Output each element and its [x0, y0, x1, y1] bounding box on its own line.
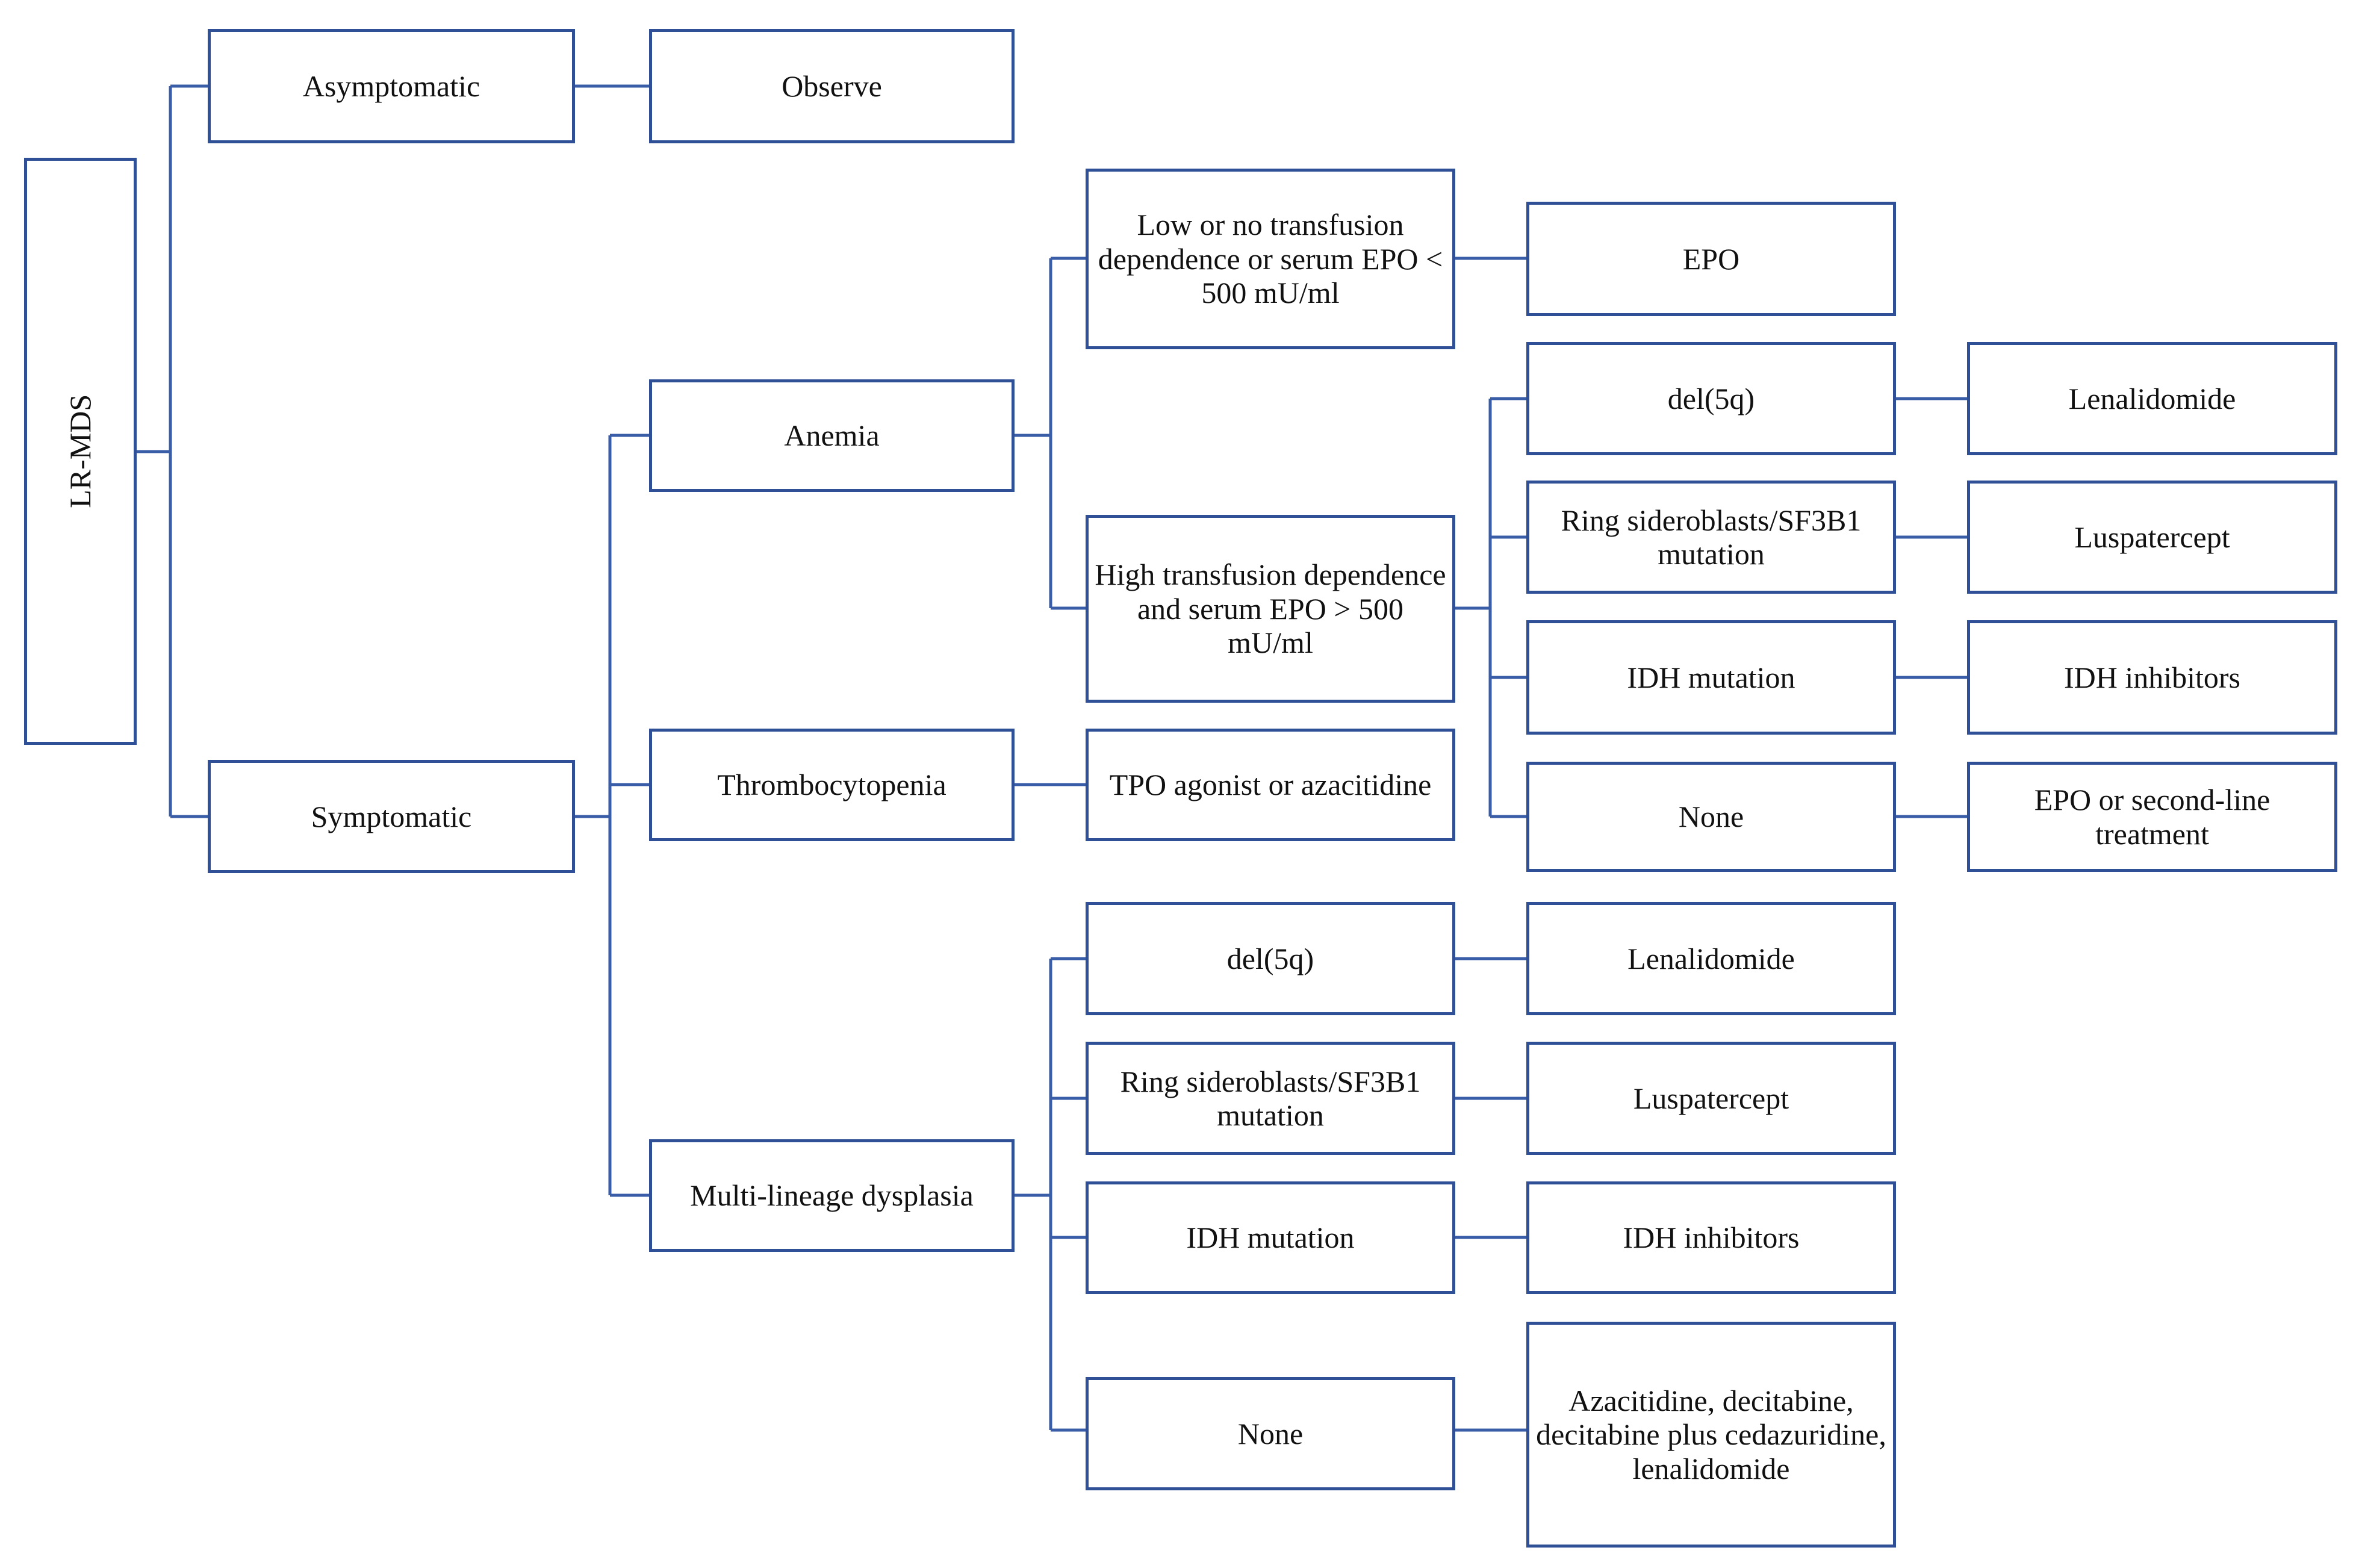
lr-mds-root-box: LR-MDS — [24, 158, 137, 745]
anemia-idh-mutation-label: IDH mutation — [1627, 660, 1795, 694]
anemia-ring-sideroblasts-label: Ring sideroblasts/SF3B1 mutation — [1561, 503, 1862, 571]
anemia-lenalidomide-label: Lenalidomide — [2068, 381, 2236, 415]
observe-label: Observe — [782, 69, 882, 103]
asymptomatic-label: Asymptomatic — [302, 69, 480, 103]
anemia-idh-inhibitors-label: IDH inhibitors — [2063, 660, 2241, 694]
anemia-box: Anemia — [649, 379, 1015, 492]
anemia-luspatercept-label: Luspatercept — [2074, 520, 2230, 554]
observe-box: Observe — [649, 29, 1015, 143]
ml-ring-sideroblasts-label: Ring sideroblasts/SF3B1 mutation — [1120, 1064, 1421, 1133]
anemia-none-box: None — [1526, 762, 1896, 872]
anemia-del5q-box: del(5q) — [1526, 342, 1896, 455]
ml-lenalidomide-label: Lenalidomide — [1627, 941, 1795, 975]
epo-box: EPO — [1526, 202, 1896, 316]
ml-idh-mutation-box: IDH mutation — [1086, 1181, 1455, 1294]
ml-hypomethylating-box: Azacitidine, decitabine, decitabine plus… — [1526, 1322, 1896, 1548]
ml-del5q-box: del(5q) — [1086, 902, 1455, 1015]
ml-none-label: None — [1237, 1416, 1304, 1451]
ml-luspatercept-label: Luspatercept — [1633, 1081, 1789, 1115]
tpo-agonist-box: TPO agonist or azacitidine — [1086, 729, 1455, 841]
multilineage-label: Multi-lineage dysplasia — [690, 1178, 974, 1213]
multilineage-box: Multi-lineage dysplasia — [649, 1139, 1015, 1252]
ml-idh-mutation-label: IDH mutation — [1186, 1221, 1355, 1255]
anemia-lenalidomide-box: Lenalidomide — [1967, 342, 2337, 455]
symptomatic-box: Symptomatic — [208, 760, 575, 873]
thrombocytopenia-label: Thrombocytopenia — [717, 768, 946, 802]
ml-idh-inhibitors-label: IDH inhibitors — [1623, 1221, 1800, 1255]
ml-ring-sideroblasts-box: Ring sideroblasts/SF3B1 mutation — [1086, 1042, 1455, 1155]
low-transfusion-label: Low or no transfusion dependence or seru… — [1098, 208, 1443, 310]
ml-del5q-label: del(5q) — [1226, 941, 1314, 975]
anemia-none-label: None — [1678, 800, 1744, 834]
ml-idh-inhibitors-box: IDH inhibitors — [1526, 1181, 1896, 1294]
high-transfusion-label: High transfusion dependence and serum EP… — [1095, 558, 1446, 660]
thrombocytopenia-box: Thrombocytopenia — [649, 729, 1015, 841]
ml-lenalidomide-box: Lenalidomide — [1526, 902, 1896, 1015]
high-transfusion-box: High transfusion dependence and serum EP… — [1086, 515, 1455, 703]
ml-none-box: None — [1086, 1377, 1455, 1490]
lr-mds-label: LR-MDS — [63, 394, 98, 508]
epo-label: EPO — [1682, 241, 1740, 276]
symptomatic-label: Symptomatic — [311, 799, 472, 833]
anemia-ring-sideroblasts-box: Ring sideroblasts/SF3B1 mutation — [1526, 481, 1896, 594]
anemia-label: Anemia — [784, 418, 880, 453]
asymptomatic-box: Asymptomatic — [208, 29, 575, 143]
anemia-second-line-label: EPO or second-line treatment — [2034, 783, 2271, 851]
anemia-del5q-label: del(5q) — [1667, 381, 1755, 415]
anemia-idh-mutation-box: IDH mutation — [1526, 620, 1896, 735]
ml-hypomethylating-label: Azacitidine, decitabine, decitabine plus… — [1536, 1383, 1886, 1486]
ml-luspatercept-box: Luspatercept — [1526, 1042, 1896, 1155]
anemia-idh-inhibitors-box: IDH inhibitors — [1967, 620, 2337, 735]
anemia-luspatercept-box: Luspatercept — [1967, 481, 2337, 594]
anemia-second-line-box: EPO or second-line treatment — [1967, 762, 2337, 872]
low-transfusion-box: Low or no transfusion dependence or seru… — [1086, 169, 1455, 349]
tpo-agonist-label: TPO agonist or azacitidine — [1109, 768, 1432, 802]
